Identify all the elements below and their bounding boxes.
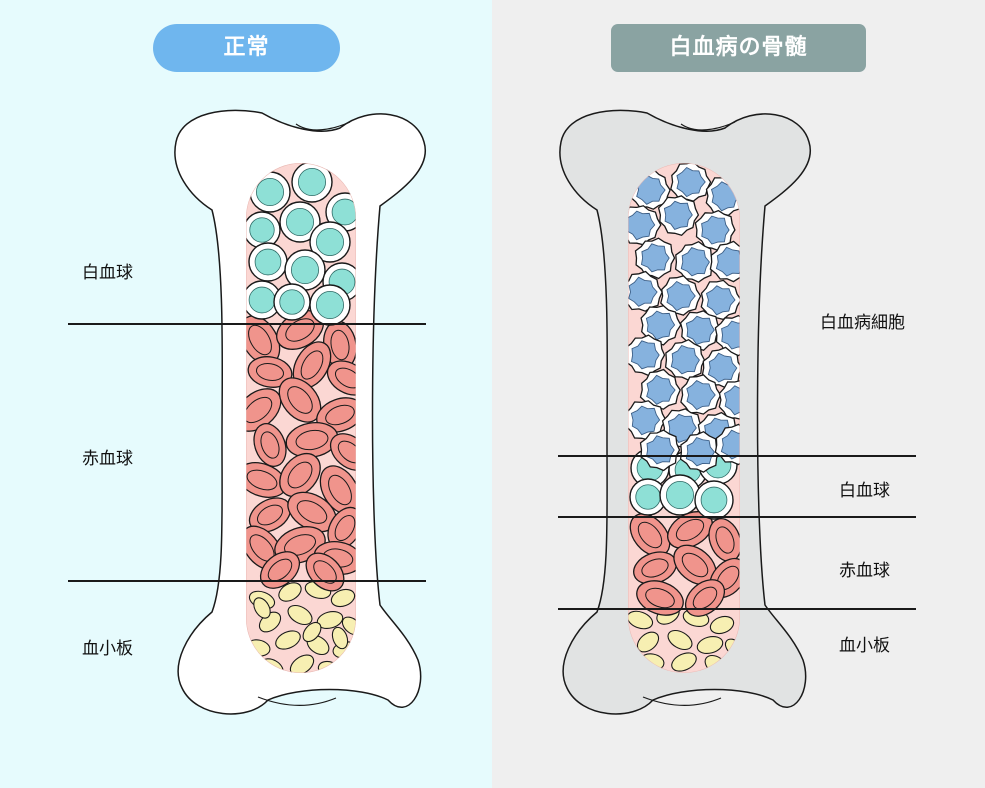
white-blood-cell-nucleus <box>315 290 344 319</box>
leukemia-cell-nucleus <box>630 340 660 370</box>
white-blood-cell-nucleus <box>331 198 356 226</box>
leukemia-cell-nucleus <box>685 315 715 345</box>
red-blood-cell <box>247 356 293 388</box>
platelet <box>341 616 356 636</box>
platelet <box>667 629 693 651</box>
leukemia-cell-nucleus <box>646 374 676 405</box>
leukemia-cell-nucleus <box>666 280 696 312</box>
red-blood-cell-dimple <box>300 350 324 380</box>
normal-label-platelet: 血小板 <box>82 639 133 659</box>
platelet <box>278 582 302 602</box>
red-blood-cell-dimple <box>260 431 280 459</box>
leukemia-cell-nucleus <box>636 174 666 205</box>
red-blood-cell-dimple <box>325 404 355 426</box>
leukemia-label-wbc: 白血球 <box>839 481 890 501</box>
red-blood-cell-dimple <box>295 429 329 451</box>
platelet <box>287 604 313 626</box>
red-blood-cell <box>246 388 282 432</box>
white-blood-cell-nucleus <box>255 177 284 206</box>
leukemia-cell-nucleus <box>628 276 658 307</box>
red-blood-cell-dimple <box>267 558 293 582</box>
red-blood-cell-dimple <box>330 329 350 361</box>
white-blood-cell-nucleus <box>315 227 344 256</box>
red-blood-cell-dimple <box>287 386 313 414</box>
platelet <box>671 652 697 672</box>
red-blood-cell-dimple <box>334 514 356 542</box>
platelet <box>330 588 356 608</box>
leukemia-cell-nucleus <box>630 405 661 436</box>
white-blood-cell-nucleus <box>285 207 314 236</box>
platelet <box>709 615 735 635</box>
red-blood-cell-dimple <box>645 587 675 609</box>
white-blood-cell-nucleus <box>248 286 276 314</box>
white-blood-cell-nucleus <box>254 248 282 276</box>
leukemia-cell-nucleus <box>663 200 693 230</box>
leukemia-cell-nucleus <box>670 344 700 375</box>
normal-label-rbc: 赤血球 <box>82 449 133 469</box>
platelet <box>331 626 349 650</box>
normal-marrow-cells <box>246 163 356 673</box>
white-blood-cell-nucleus <box>700 486 728 514</box>
platelet <box>275 630 301 650</box>
leukemia-label-leukemia-cells: 白血病細胞 <box>820 313 905 333</box>
white-blood-cell-nucleus <box>279 289 305 315</box>
normal-title: 正常 <box>153 24 340 72</box>
leukemia-label-platelet: 血小板 <box>839 636 890 656</box>
leukemia-cell-nucleus <box>645 310 676 341</box>
red-blood-cell-dimple <box>296 500 328 524</box>
leukemia-cell-nucleus <box>707 352 738 383</box>
red-blood-cell-dimple <box>337 440 356 464</box>
leukemia-cell-nucleus <box>680 246 710 277</box>
red-blood-cell-dimple <box>285 318 315 342</box>
leukemia-cell-nucleus <box>640 243 670 273</box>
platelet <box>253 597 271 619</box>
platelet <box>628 610 654 630</box>
bone-crease-bottom <box>642 696 722 706</box>
red-blood-cell-dimple <box>246 469 278 491</box>
leukemia-cell-nucleus <box>705 285 736 316</box>
leukemia-title: 白血病の骨髄 <box>611 24 866 72</box>
red-blood-cell-dimple <box>675 518 705 542</box>
white-blood-cell-nucleus <box>635 484 661 510</box>
leukemia-cell-nucleus <box>715 246 740 277</box>
divider-lines <box>68 323 916 610</box>
leukemia-cell-nucleus <box>723 385 740 416</box>
leukemia-cell-nucleus <box>701 215 730 245</box>
red-blood-cell-dimple <box>255 363 285 381</box>
leukemia-cell-nucleus <box>686 379 716 411</box>
red-blood-cell-dimple <box>681 552 709 578</box>
red-blood-cell-dimple <box>328 474 352 506</box>
red-blood-cell-dimple <box>284 534 316 556</box>
red-blood-cell-dimple <box>256 504 284 526</box>
leukemia-cell-nucleus <box>721 320 740 350</box>
bone-crease-bottom <box>257 696 337 706</box>
bone-crease-top <box>295 121 351 131</box>
leukemia-label-rbc: 赤血球 <box>839 561 890 581</box>
platelet <box>696 636 724 654</box>
leukemia-cell-nucleus <box>720 429 740 460</box>
leukemia-marrow-cells <box>628 163 740 673</box>
leukemia-cell-nucleus <box>685 436 715 467</box>
platelet <box>302 621 322 643</box>
red-blood-cell-dimple <box>637 521 663 549</box>
red-blood-cell-dimple <box>248 324 272 356</box>
white-blood-cell-nucleus <box>666 480 695 509</box>
red-blood-cell-dimple <box>246 396 273 424</box>
red-blood-cell-dimple <box>287 461 313 489</box>
red-blood-cell-dimple <box>334 367 356 389</box>
red-blood-cell-dimple <box>715 526 735 554</box>
leukemia-cell-nucleus <box>676 166 706 198</box>
normal-label-wbc: 白血球 <box>82 263 133 283</box>
white-blood-cell-nucleus <box>297 167 326 196</box>
white-blood-cell-nucleus <box>290 255 319 284</box>
red-blood-cell-dimple <box>641 558 669 578</box>
bone-crease-top <box>680 121 736 131</box>
white-blood-cell-nucleus <box>249 217 275 243</box>
red-blood-cell-dimple <box>692 586 718 610</box>
